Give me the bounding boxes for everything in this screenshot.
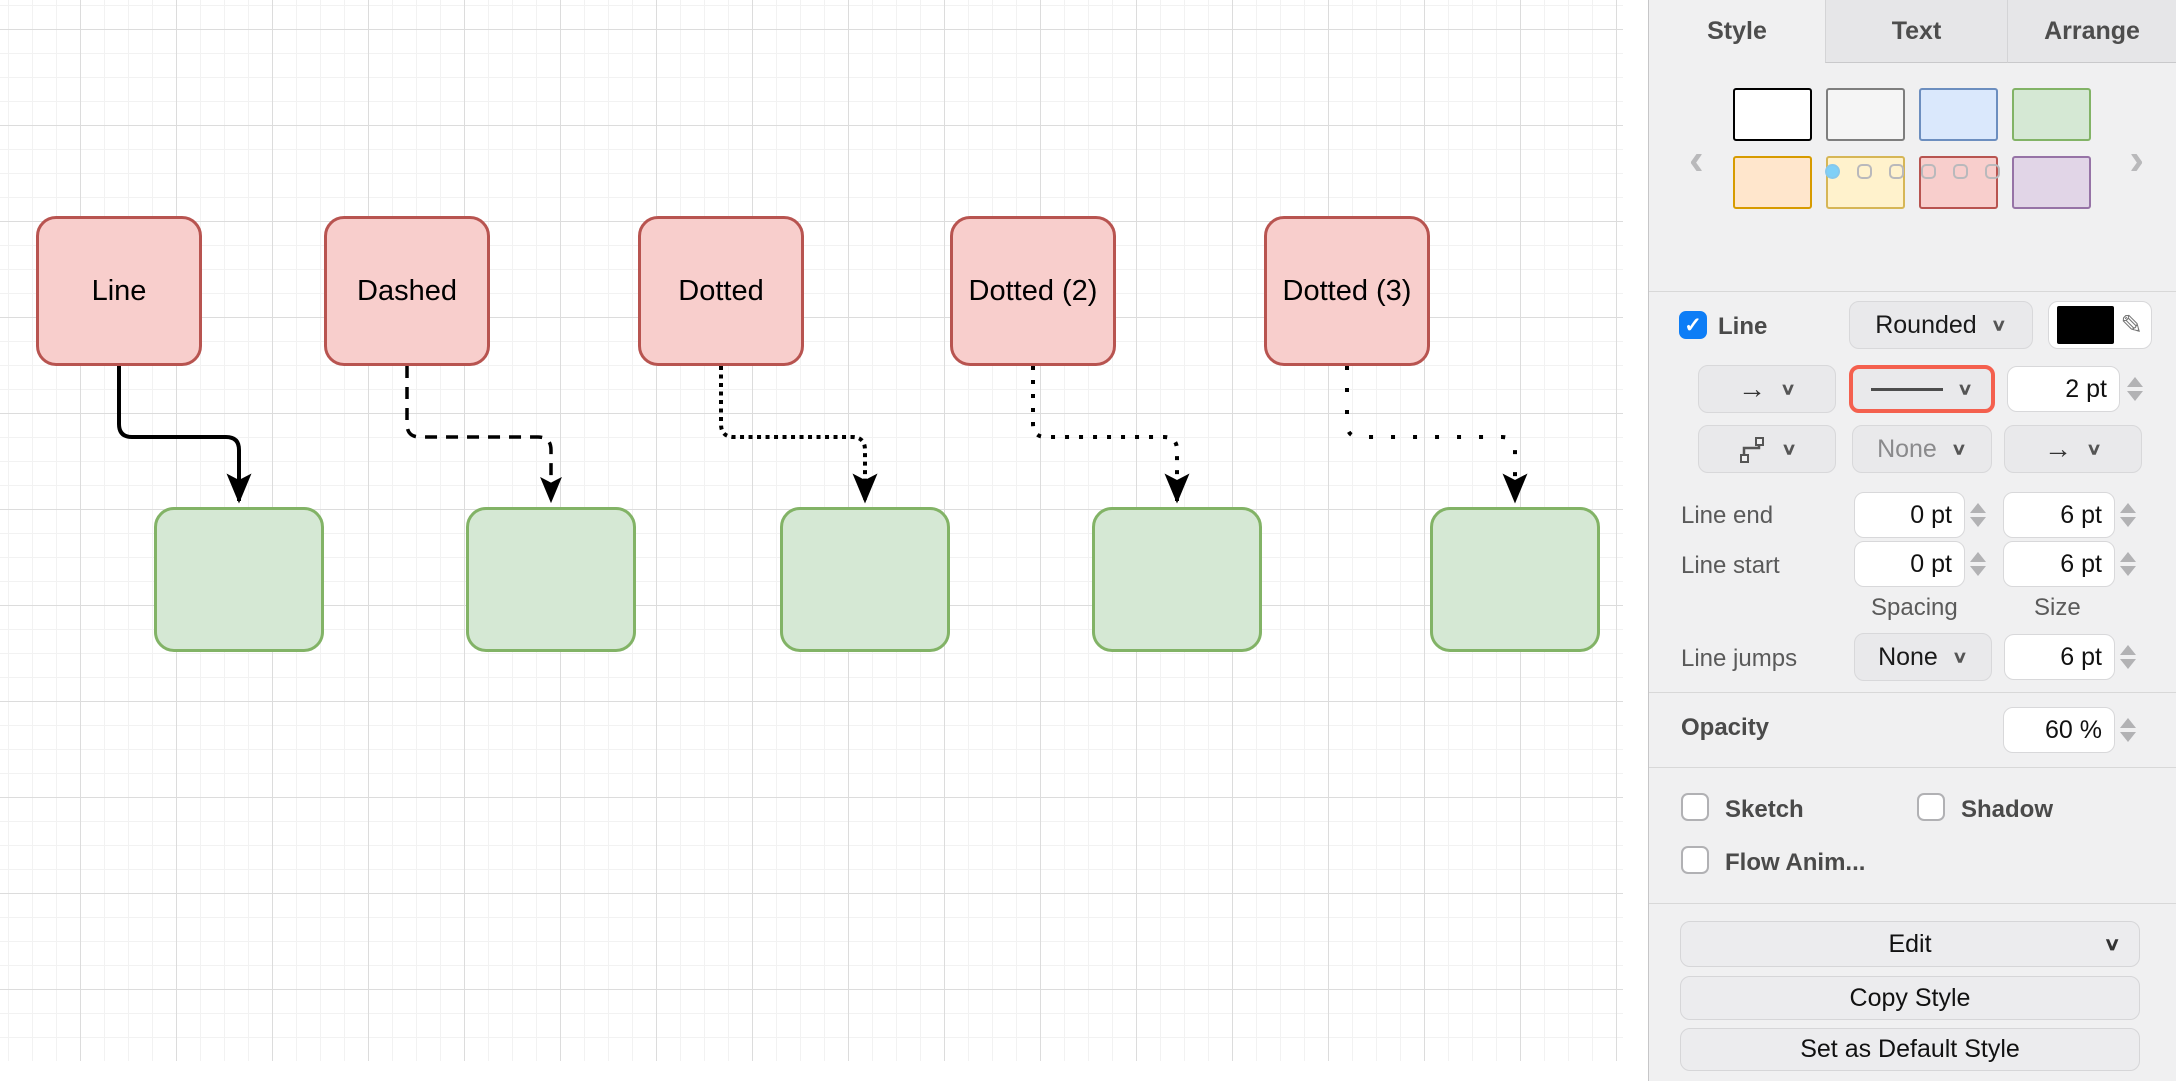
- presets-page-dot-3[interactable]: [1889, 164, 1904, 179]
- pink-node-4[interactable]: Dotted (3): [1264, 216, 1430, 366]
- step-up-icon: [2127, 377, 2143, 387]
- line-start-label: Line start: [1681, 552, 1780, 579]
- line-jumps-size-stepper[interactable]: [2118, 635, 2138, 679]
- chevron-down-icon: ∨: [1779, 379, 1797, 398]
- pink-node-2[interactable]: Dotted: [638, 216, 804, 366]
- step-down-icon: [2127, 391, 2143, 401]
- line-jumps-value: None: [1878, 642, 1938, 671]
- presets-pagination: [1649, 164, 2176, 179]
- orthogonal-edge-icon: [1739, 437, 1764, 463]
- chevron-down-icon: ∨: [1956, 379, 1974, 398]
- line-start-size-input[interactable]: 6 pt: [2003, 541, 2115, 587]
- line-width-stepper[interactable]: [2125, 367, 2145, 411]
- size-label: Size: [2034, 594, 2081, 621]
- tab-style[interactable]: Style: [1707, 17, 1767, 45]
- start-arrow-dropdown[interactable]: → ∨: [1698, 365, 1836, 413]
- shadow-checkbox[interactable]: [1917, 793, 1945, 821]
- line-label: Line: [1718, 313, 1768, 340]
- end-arrow-dropdown[interactable]: → ∨: [2004, 425, 2142, 473]
- presets-page-dot-5[interactable]: [1953, 164, 1968, 179]
- sketch-checkbox[interactable]: [1681, 793, 1709, 821]
- line-end-spacing-stepper[interactable]: [1968, 493, 1988, 537]
- presets-page-dot-4[interactable]: [1921, 164, 1936, 179]
- edit-button-label: Edit: [1888, 929, 1932, 958]
- opacity-label: Opacity: [1681, 714, 1770, 741]
- line-jumps-label: Line jumps: [1681, 645, 1798, 672]
- green-node-3[interactable]: [1092, 507, 1262, 652]
- chevron-down-icon: ∨: [2103, 933, 2121, 955]
- presets-prev-icon[interactable]: ‹: [1689, 135, 1704, 184]
- green-node-2[interactable]: [780, 507, 950, 652]
- waypoints-dropdown[interactable]: ∨: [1698, 425, 1836, 473]
- edge-dotted-2[interactable]: [1031, 366, 1190, 504]
- line-end-label: Line end: [1681, 502, 1774, 529]
- line-jumps-dropdown[interactable]: None ∨: [1854, 633, 1992, 681]
- diagram-canvas[interactable]: Line Dashed Dotted Dotted (2) Dotted (3): [0, 0, 1648, 1081]
- connection-value: None: [1877, 434, 1937, 463]
- chevron-down-icon: ∨: [1950, 439, 1967, 458]
- pink-node-0[interactable]: Line: [36, 216, 202, 366]
- presets-page-dot-1[interactable]: [1825, 164, 1840, 179]
- chevron-down-icon: ∨: [1780, 439, 1798, 458]
- connection-dropdown[interactable]: None ∨: [1852, 425, 1992, 473]
- arrow-right-icon: →: [1737, 373, 1766, 404]
- line-shape-dropdown[interactable]: Rounded ∨: [1849, 301, 2033, 349]
- chevron-down-icon: ∨: [1951, 647, 1968, 666]
- solid-line-icon: [1870, 387, 1943, 391]
- style-swatch-0[interactable]: [1732, 88, 1812, 141]
- line-start-spacing-input[interactable]: 0 pt: [1854, 541, 1965, 587]
- line-jumps-size-input[interactable]: 6 pt: [2004, 634, 2115, 680]
- chevron-down-icon: ∨: [2085, 439, 2103, 458]
- line-start-spacing-stepper[interactable]: [1968, 542, 1988, 586]
- line-end-size-input[interactable]: 6 pt: [2003, 492, 2115, 538]
- style-swatch-3[interactable]: [2011, 88, 2091, 141]
- flow-anim-checkbox[interactable]: [1681, 846, 1709, 874]
- line-color-button[interactable]: ✎: [2048, 301, 2152, 349]
- line-color-chip: [2057, 306, 2115, 344]
- flow-anim-label: Flow Anim...: [1725, 849, 1866, 876]
- arrow-right-icon: →: [2043, 433, 2072, 464]
- opacity-input[interactable]: 60 %: [2003, 707, 2115, 753]
- pink-node-1[interactable]: Dashed: [324, 216, 490, 366]
- edge-layer: [117, 366, 1528, 504]
- presets-page-dot-6[interactable]: [1985, 164, 2000, 179]
- style-swatch-2[interactable]: [1918, 88, 1998, 141]
- stylus-icon: ✎: [2120, 309, 2143, 340]
- shadow-label: Shadow: [1961, 796, 2054, 823]
- style-swatch-1[interactable]: [1825, 88, 1905, 141]
- style-swatch-4[interactable]: [1732, 156, 1812, 209]
- edge-solid[interactable]: [117, 366, 252, 504]
- copy-style-button[interactable]: Copy Style: [1680, 976, 2140, 1020]
- format-tabs: Style Text Arrange: [1649, 0, 2176, 63]
- copy-style-label: Copy Style: [1849, 983, 1971, 1012]
- edge-dashed[interactable]: [405, 366, 562, 504]
- line-start-size-stepper[interactable]: [2118, 542, 2138, 586]
- chevron-down-icon: ∨: [1990, 315, 2007, 334]
- green-node-4[interactable]: [1430, 507, 1600, 652]
- line-end-size-stepper[interactable]: [2118, 493, 2138, 537]
- presets-page-dot-2[interactable]: [1857, 164, 1872, 179]
- opacity-stepper[interactable]: [2118, 708, 2138, 752]
- edit-button[interactable]: Edit ∨: [1680, 921, 2140, 967]
- line-width-input[interactable]: 2 pt: [2007, 366, 2120, 412]
- pink-node-3[interactable]: Dotted (2): [950, 216, 1116, 366]
- edge-dotted[interactable]: [719, 366, 878, 504]
- style-swatch-7[interactable]: [2011, 156, 2091, 209]
- line-end-spacing-input[interactable]: 0 pt: [1854, 492, 1965, 538]
- style-presets: ‹ ›: [1649, 88, 2176, 209]
- check-icon: ✓: [1684, 313, 1702, 337]
- line-checkbox[interactable]: ✓: [1679, 311, 1707, 339]
- green-node-0[interactable]: [154, 507, 324, 652]
- line-style-dropdown[interactable]: ∨: [1849, 365, 1995, 413]
- line-shape-value: Rounded: [1875, 310, 1977, 339]
- tab-arrange[interactable]: Arrange: [2007, 0, 2176, 63]
- tab-text[interactable]: Text: [1825, 0, 2007, 63]
- spacing-label: Spacing: [1871, 594, 1958, 621]
- format-panel: Style Text Arrange ‹ › ✓ Line Rounded ∨ …: [1648, 0, 2176, 1081]
- set-default-style-label: Set as Default Style: [1800, 1035, 2020, 1063]
- green-node-1[interactable]: [466, 507, 636, 652]
- set-default-style-button[interactable]: Set as Default Style: [1680, 1028, 2140, 1071]
- sketch-label: Sketch: [1725, 796, 1804, 823]
- presets-next-icon[interactable]: ›: [2129, 135, 2144, 184]
